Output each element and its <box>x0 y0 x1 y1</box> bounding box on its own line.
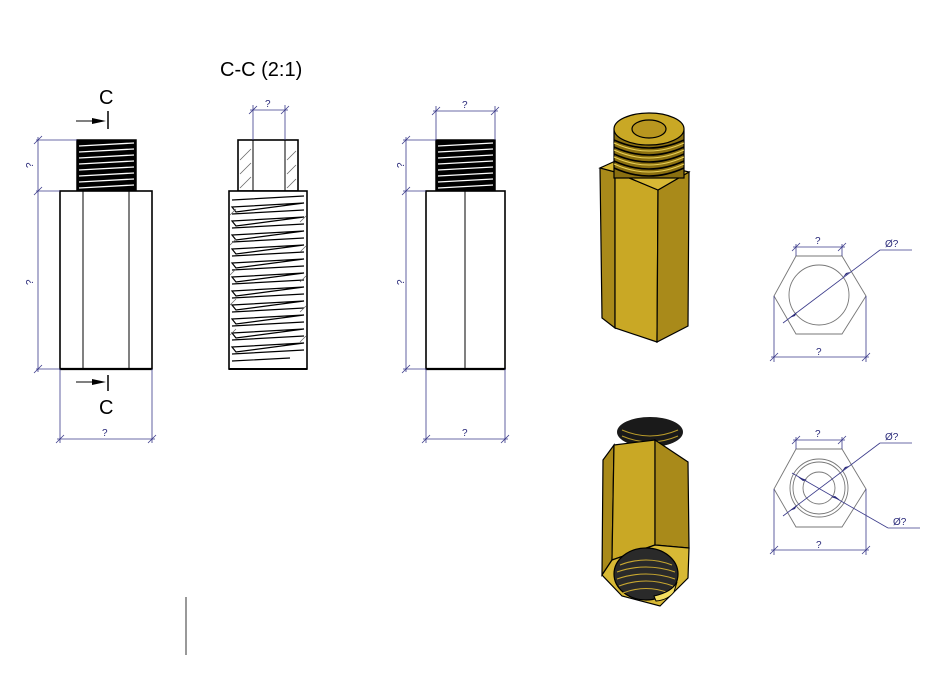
section-marker-bottom: C <box>99 397 113 419</box>
dim-side-body-height: ? <box>396 279 407 285</box>
side-view: ? ? ? ? <box>396 100 510 444</box>
dim-bottom-across-corners: ? <box>816 540 822 551</box>
isometric-view-top <box>598 112 691 343</box>
dim-bottom-inner-diameter: Ø? <box>893 517 907 528</box>
section-marker-top: C <box>99 87 113 109</box>
dim-body-width: ? <box>102 428 108 439</box>
hex-end-view-bottom: ? Ø? Ø? ? <box>769 429 920 555</box>
section-view: C-C (2:1) ? <box>220 59 308 370</box>
dim-thread-height: ? <box>25 162 36 168</box>
front-view: C C ? ? ? <box>25 87 157 444</box>
dim-bottom-flat-width: ? <box>815 429 821 440</box>
dim-top-flat-width: ? <box>815 236 821 247</box>
dim-bottom-outer-diameter: Ø? <box>885 432 899 443</box>
dim-side-thread-height: ? <box>396 162 407 168</box>
dim-bore-width: ? <box>265 99 271 110</box>
dim-top-across-corners: ? <box>816 347 822 358</box>
isometric-view-bottom <box>601 417 690 607</box>
dim-body-height: ? <box>25 279 36 285</box>
section-title: C-C (2:1) <box>220 59 302 81</box>
dim-top-diameter: Ø? <box>885 239 899 250</box>
dim-side-body-width: ? <box>462 428 468 439</box>
dim-thread-width: ? <box>462 100 468 111</box>
hex-end-view-top: ? Ø? ? <box>769 236 912 362</box>
